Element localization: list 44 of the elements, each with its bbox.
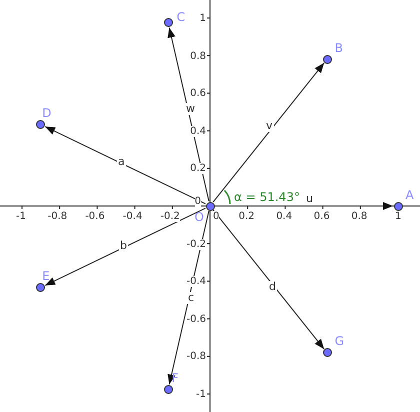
tick-label: -0.6 (85, 211, 105, 222)
tick-label: -0.2 (186, 238, 206, 250)
vector-arrow (212, 62, 325, 203)
tick-label: -0.8 (48, 211, 68, 222)
tick-label: -0.6 (186, 314, 206, 325)
edge-label: v (265, 120, 274, 132)
angle-label: α = 51.43° (234, 191, 300, 204)
tick-label: -0.4 (122, 211, 142, 222)
tick-label: 0.8 (190, 50, 206, 62)
point-label: G (334, 335, 344, 348)
tick-label: 0.2 (190, 163, 206, 174)
tick-label: 0 (194, 196, 201, 207)
point-label: C (176, 11, 186, 24)
point-label: E (42, 270, 50, 284)
tick-label: -1 (16, 211, 26, 222)
tick-label: 0.6 (314, 211, 330, 222)
edge-label: u (305, 193, 314, 205)
point-label: B (334, 42, 343, 55)
tick-label: 1 (395, 211, 402, 222)
tick-label: -0.4 (186, 276, 206, 288)
tick-label: 0.6 (190, 88, 206, 100)
edge-label: c (187, 292, 196, 304)
tick-label: 0.8 (351, 211, 368, 222)
edge-label: a (117, 156, 126, 168)
edge-label: d (268, 281, 277, 293)
tick-label: 1 (200, 13, 206, 24)
tick-label: 0.2 (238, 211, 254, 222)
vector-arrow (44, 208, 206, 286)
edge-label: b (119, 240, 128, 252)
vector-arrow (168, 27, 210, 202)
tick-label: -0.8 (186, 351, 206, 362)
tick-label: 0 (213, 211, 220, 222)
vector-arrow (44, 126, 206, 204)
vector-arrow (212, 209, 325, 350)
tick-label: -1 (196, 389, 206, 400)
edge-label: w (185, 103, 196, 115)
point-label: O (194, 210, 204, 224)
tick-label: 0.4 (190, 126, 206, 137)
point-label: F (172, 372, 179, 385)
vector-arrow (168, 210, 210, 385)
point-label: D (42, 106, 52, 120)
point-label: A (406, 188, 414, 202)
tick-label: 0.4 (276, 211, 292, 222)
tick-label: -0.2 (160, 211, 180, 222)
